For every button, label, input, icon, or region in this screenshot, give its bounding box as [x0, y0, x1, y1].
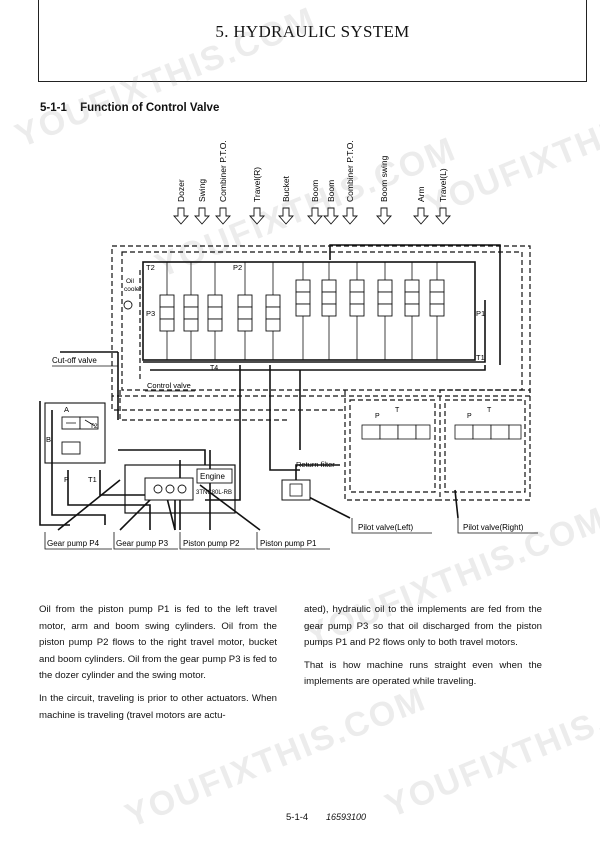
arrow-down-icon	[376, 207, 392, 225]
port-label-b: B	[46, 435, 51, 444]
oil-cooler-icon	[123, 300, 133, 310]
body-column-left: Oil from the piston pump P1 is fed to th…	[39, 602, 277, 730]
actuator-labels: Dozer Swing Combiner P.T.O. Travel(R) Bu…	[176, 140, 448, 202]
arrow-down-icon	[323, 207, 339, 225]
spool-stems	[166, 262, 438, 360]
actuator-label: Boom	[326, 180, 336, 202]
arrow-down-icon	[307, 207, 323, 225]
arrow-down-icon	[173, 207, 189, 225]
body-paragraph: ated), hydraulic oil to the implements a…	[304, 604, 542, 649]
actuator-label: Travel(L)	[438, 168, 448, 202]
hydraulic-circuit-diagram: Dozer Swing Combiner P.T.O. Travel(R) Bu…	[39, 140, 538, 550]
pilot-label-boxes	[351, 518, 538, 534]
return-filter-label: Return filter	[296, 460, 335, 469]
document-code: 16593100	[326, 812, 367, 822]
pilot-port-label: P	[467, 413, 472, 420]
chapter-title: 5. HYDRAULIC SYSTEM	[215, 22, 410, 41]
port-label-t1-small: T1	[88, 475, 97, 484]
port-label-p2: P2	[233, 263, 242, 272]
pump-label: Gear pump P4	[47, 539, 100, 548]
actuator-label: Arm	[416, 186, 426, 202]
body-paragraph: Oil from the piston pump P1 is fed to th…	[39, 604, 277, 682]
actuator-label: Boom swing	[379, 155, 389, 202]
port-label-p: P	[64, 475, 69, 484]
body-paragraph: In the circuit, traveling is prior to ot…	[39, 692, 277, 721]
actuator-label: Travel(R)	[252, 167, 262, 202]
actuator-label: Dozer	[176, 179, 186, 202]
flow-arrows	[173, 207, 451, 225]
port-label-p1: P1	[476, 309, 485, 318]
cut-off-valve-block	[44, 402, 106, 464]
pilot-port-label: T	[487, 407, 492, 414]
actuator-label: Combiner P.T.O.	[345, 140, 355, 202]
body-paragraph: That is how machine runs straight even w…	[304, 659, 542, 688]
engine-model-label: 3TNC80L-RB	[196, 490, 232, 496]
actuator-label: Swing	[197, 179, 207, 202]
port-label-t1: T1	[476, 353, 485, 362]
port-label-a: A	[64, 405, 69, 414]
pilot-port-label: P	[375, 413, 380, 420]
arrow-down-icon	[435, 207, 451, 225]
pilot-valve-left-label: Pilot valve(Left)	[358, 523, 413, 532]
body-column-right: ated), hydraulic oil to the implements a…	[304, 602, 542, 697]
arrow-down-icon	[215, 207, 231, 225]
main-lines	[39, 244, 501, 531]
actuator-label: Boom	[310, 180, 320, 202]
port-label-t4: T4	[210, 365, 218, 372]
pilot-lines	[111, 245, 531, 501]
port-label-t2: T2	[146, 263, 155, 272]
actuator-label: Combiner P.T.O.	[218, 140, 228, 202]
frame-left-line	[38, 0, 39, 82]
engine-label: Engine	[200, 472, 225, 481]
arrow-down-icon	[249, 207, 265, 225]
section-title: Function of Control Valve	[80, 102, 220, 114]
pilot-valve-right-block	[454, 424, 522, 440]
actuator-label: Bucket	[281, 175, 291, 202]
section-heading: 5-1-1 Function of Control Valve	[40, 102, 219, 114]
engine-block	[124, 464, 236, 514]
oil-cooler-label: Oil	[126, 278, 135, 285]
arrow-down-icon	[194, 207, 210, 225]
pump-label: Piston pump P2	[183, 539, 240, 548]
arrow-down-icon	[342, 207, 358, 225]
frame-bottom-line	[38, 81, 587, 82]
port-label-p3: P3	[146, 309, 155, 318]
pump-label-boxes	[44, 532, 330, 550]
port-label-t2-small: T2	[90, 423, 98, 430]
arrow-down-icon	[278, 207, 294, 225]
pump-label: Gear pump P3	[116, 539, 169, 548]
control-valve-label: Control valve	[147, 381, 191, 390]
pilot-port-label: T	[395, 407, 400, 414]
oil-cooler-label: cooler	[124, 286, 143, 293]
pilot-valve-left-block	[361, 424, 431, 440]
page-number: 5-1-4	[286, 812, 309, 823]
arrow-down-icon	[413, 207, 429, 225]
pump-label: Piston pump P1	[260, 539, 317, 548]
control-valve-spools	[159, 279, 445, 332]
frame-right-line	[586, 0, 587, 82]
section-number: 5-1-1	[40, 102, 67, 114]
pilot-valve-right-label: Pilot valve(Right)	[463, 523, 524, 532]
cut-off-valve-label: Cut-off valve	[52, 356, 97, 365]
return-filter	[281, 479, 311, 501]
